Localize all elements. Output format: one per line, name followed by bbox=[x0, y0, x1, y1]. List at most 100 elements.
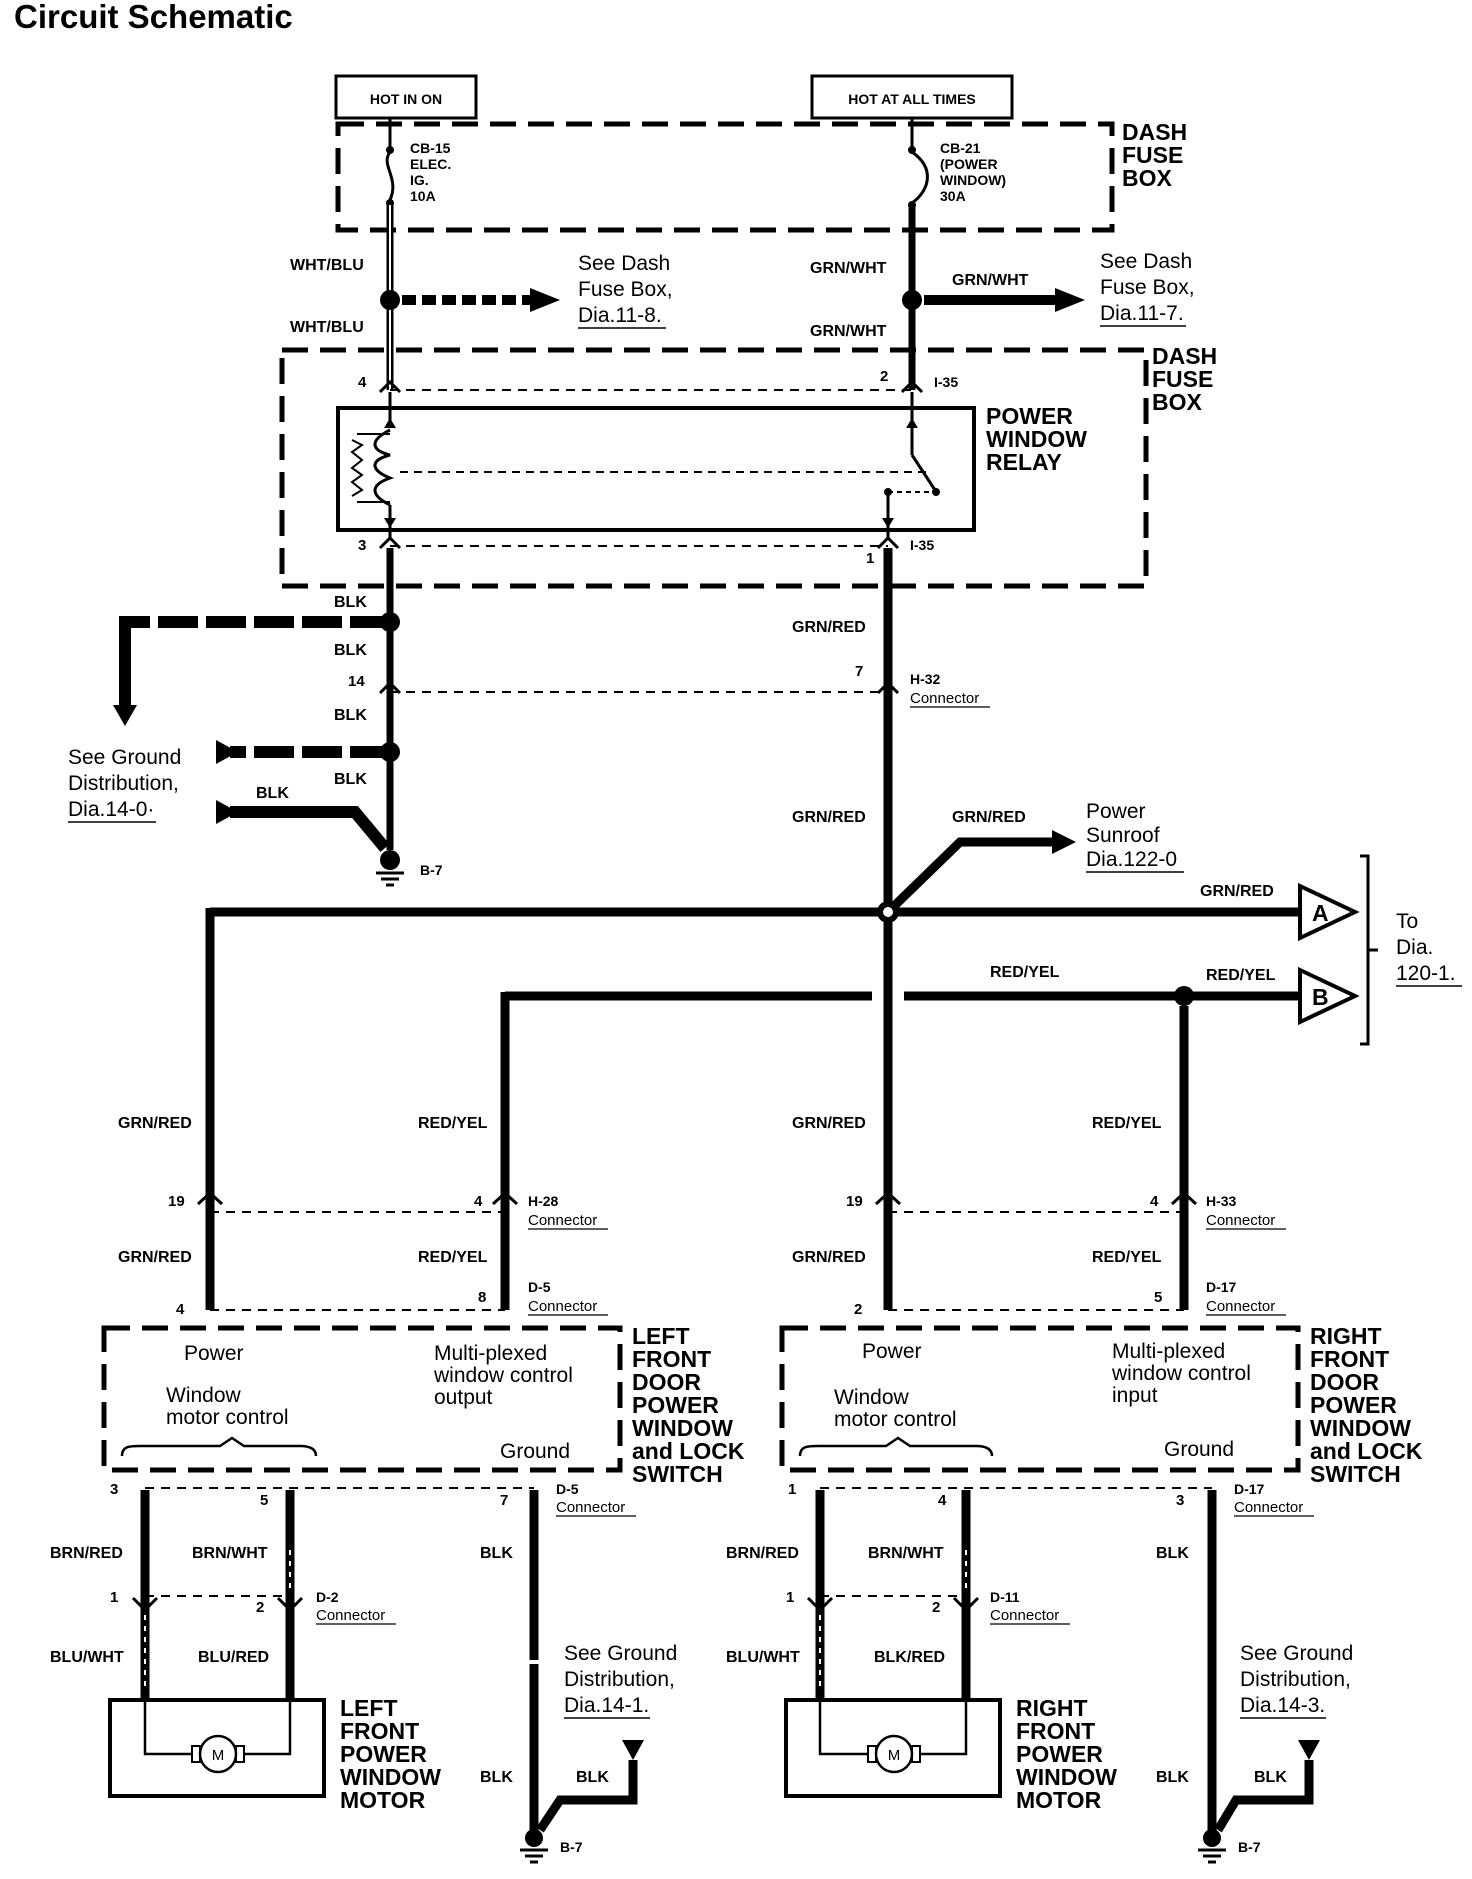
h28-pin-4: 4 bbox=[474, 1193, 483, 1210]
left-brn-wht-label: BRN/WHT bbox=[192, 1545, 268, 1562]
h33-pin-19: 19 bbox=[846, 1193, 863, 1210]
left-blk-branch-arrow bbox=[622, 1740, 644, 1760]
dash-fuse-box-relay-label-2: FUSE bbox=[1152, 366, 1213, 392]
right-switch-name-3: DOOR bbox=[1310, 1369, 1379, 1395]
d2-connector-word: Connector bbox=[316, 1607, 385, 1624]
d5-pin-8: 8 bbox=[478, 1289, 486, 1306]
relay-switch-arrow-top bbox=[906, 418, 918, 428]
cb21-label-4: 30A bbox=[940, 188, 966, 204]
right-motor-name-3: POWER bbox=[1016, 1741, 1103, 1767]
h32-label: H-32 bbox=[910, 671, 941, 687]
left-switch-multiplex-1: Multi-plexed bbox=[434, 1342, 547, 1365]
d2-label: D-2 bbox=[316, 1589, 339, 1605]
right-switch-pin-1: 1 bbox=[788, 1481, 796, 1498]
left-blk-label-2: BLK bbox=[480, 1769, 513, 1786]
grn-red-main-splice-center bbox=[883, 907, 893, 917]
h28-label: H-28 bbox=[528, 1193, 559, 1209]
grn-wht-label-2: GRN/WHT bbox=[810, 323, 887, 340]
connector-a-arrow bbox=[1298, 882, 1360, 942]
relay-coil-arrow-top bbox=[384, 418, 396, 428]
right-motor-name-5: MOTOR bbox=[1016, 1787, 1102, 1813]
grn-red-label-2: GRN/RED bbox=[792, 809, 866, 826]
connector-b-arrow bbox=[1298, 966, 1360, 1026]
ref-fuse-11-7-line2: Fuse Box, bbox=[1100, 276, 1195, 299]
left-switch-name-5: WINDOW bbox=[632, 1415, 733, 1441]
d17-top-label: D-17 bbox=[1206, 1279, 1237, 1295]
grn-red-sunroof-arrow bbox=[1052, 830, 1076, 854]
relay-pin-3: 3 bbox=[358, 537, 366, 554]
connector-b-label: B bbox=[1312, 984, 1329, 1010]
connector-a-label: A bbox=[1312, 900, 1329, 926]
left-switch-power: Power bbox=[184, 1342, 244, 1365]
right-blk-red-label: BLK/RED bbox=[874, 1649, 945, 1666]
ref-ground-14-3-line2: Distribution, bbox=[1240, 1668, 1351, 1691]
d11-connector-word: Connector bbox=[990, 1607, 1059, 1624]
relay-label-2: WINDOW bbox=[986, 426, 1087, 452]
grn-wht-splice bbox=[902, 290, 922, 310]
ref-fuse-11-8-line3: Dia.11-8. bbox=[578, 304, 662, 327]
right-switch-name-6: and LOCK bbox=[1310, 1438, 1423, 1464]
left-switch-ground: Ground bbox=[500, 1440, 570, 1463]
d2-pin-2: 2 bbox=[256, 1599, 264, 1616]
relay-coil-winding bbox=[373, 428, 395, 507]
left-switch-motor-control-2: motor control bbox=[166, 1406, 289, 1429]
left-switch-motor-control-1: Window bbox=[166, 1384, 242, 1407]
right-motor-wire-b bbox=[918, 1700, 968, 1756]
left-switch-name-7: SWITCH bbox=[632, 1461, 723, 1487]
pin-1-relay-chevron bbox=[876, 535, 900, 550]
dash-fuse-box-relay bbox=[279, 347, 1149, 589]
left-switch-name-4: POWER bbox=[632, 1392, 719, 1418]
grn-red-to-a-label: GRN/RED bbox=[1200, 883, 1274, 900]
ref-sunroof-line1: Power bbox=[1086, 800, 1146, 823]
right-switch-multiplex-2: window control bbox=[1111, 1362, 1251, 1385]
cb21-label-3: WINDOW) bbox=[940, 172, 1006, 188]
right-switch-name-7: SWITCH bbox=[1310, 1461, 1401, 1487]
right-blk-label-1: BLK bbox=[1156, 1545, 1189, 1562]
ref-ground-14-3-line1: See Ground bbox=[1240, 1642, 1353, 1665]
grn-wht-branch-label: GRN/WHT bbox=[952, 272, 1029, 289]
cb15-label-4: 10A bbox=[410, 188, 436, 204]
h28-pin-4-chevron bbox=[491, 1190, 519, 1206]
left-motor-name-2: FRONT bbox=[340, 1718, 419, 1744]
grn-red-sunroof-branch bbox=[884, 837, 1055, 916]
ref-fuse-11-7-line3: Dia.11-7. bbox=[1100, 302, 1184, 325]
blk-branch-arrow bbox=[113, 705, 137, 726]
left-motor-name-1: LEFT bbox=[340, 1695, 398, 1721]
right-door-switch-box bbox=[779, 1325, 1301, 1473]
cb15-label-3: IG. bbox=[410, 172, 429, 188]
cb21-label-2: (POWER bbox=[940, 156, 998, 172]
cb15-label-2: ELEC. bbox=[410, 156, 451, 172]
wht-blu-label-2: WHT/BLU bbox=[290, 319, 364, 336]
ref-to-120-line2: Dia. bbox=[1396, 936, 1433, 959]
relay-switch-pivot bbox=[932, 488, 940, 496]
ref-sunroof-line2: Sunroof bbox=[1086, 824, 1160, 847]
h33-pin-4: 4 bbox=[1150, 1193, 1159, 1210]
right-motor-name-1: RIGHT bbox=[1016, 1695, 1088, 1721]
relay-diode-resistor bbox=[350, 439, 364, 497]
right-motor-icon bbox=[874, 1734, 914, 1774]
d5-bottom-label: D-5 bbox=[556, 1481, 579, 1497]
d5-top-connector-word: Connector bbox=[528, 1298, 597, 1315]
dash-fuse-box-relay-label-1: DASH bbox=[1152, 343, 1217, 369]
red-yel-to-b-label: RED/YEL bbox=[1206, 967, 1276, 984]
left-door-switch-box bbox=[101, 1325, 623, 1473]
blk-label-1: BLK bbox=[334, 594, 367, 611]
left-ground-b7-label: B-7 bbox=[560, 1839, 583, 1855]
right-switch-multiplex-3: input bbox=[1112, 1384, 1158, 1407]
hot-at-all-times-label: HOT AT ALL TIMES bbox=[848, 91, 976, 107]
d2-pin-2-chevron bbox=[276, 1596, 304, 1613]
blk-label-3: BLK bbox=[334, 707, 367, 724]
h28-pin-19-chevron bbox=[196, 1190, 224, 1206]
red-yel-bus-label: RED/YEL bbox=[990, 964, 1060, 981]
ground-b7-top-label: B-7 bbox=[420, 862, 443, 878]
right-blu-wht-label: BLU/WHT bbox=[726, 1649, 800, 1666]
relay-switch-contact bbox=[910, 454, 937, 491]
left-switch-name-1: LEFT bbox=[632, 1323, 690, 1349]
right-blk-branch-wire bbox=[1214, 1760, 1314, 1833]
relay-coil-arrow-bottom bbox=[384, 518, 396, 528]
left-switch-pin-3: 3 bbox=[110, 1481, 118, 1498]
left-switch-name-2: FRONT bbox=[632, 1346, 711, 1372]
red-yel-splice bbox=[1174, 986, 1194, 1006]
left-red-yel-label-2: RED/YEL bbox=[418, 1249, 488, 1266]
